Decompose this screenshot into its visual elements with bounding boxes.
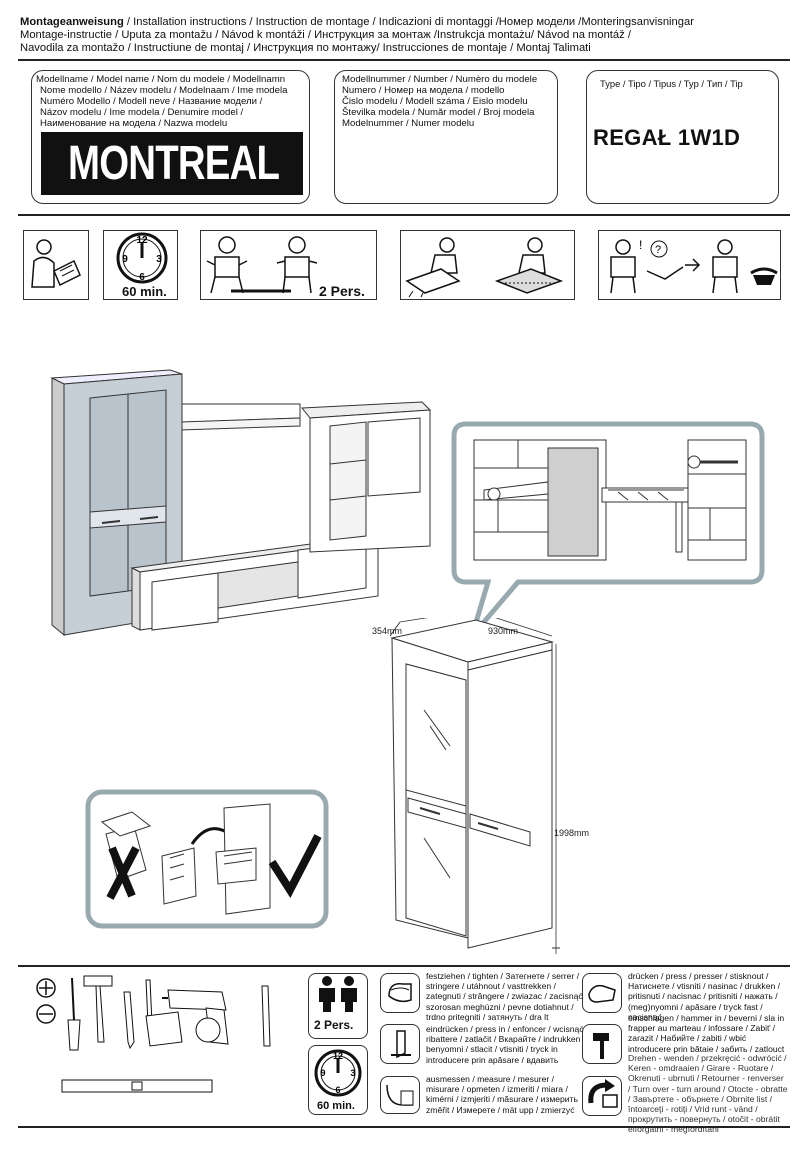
shelf-bracket-detail [601, 439, 747, 561]
press-symbol-box [582, 973, 622, 1013]
read-manual-box [23, 230, 89, 300]
cabinet-packed-icon [215, 803, 271, 915]
pencil-icon [123, 991, 135, 1050]
two-workers-icon [206, 236, 318, 294]
model-name-label-line: Наименование на модела / Nazwa modelu [40, 118, 228, 129]
model-name-label-line: Numéro Modello / Modell neve / Название … [40, 96, 263, 107]
model-number-label-line: Modellnummer / Number / Numèro du modele [342, 74, 538, 85]
screwdriver-icon [67, 977, 81, 1051]
model-number-label-line: Številka modela / Număr model / Broj mod… [342, 107, 535, 118]
press-in-symbol-box [380, 1024, 420, 1064]
measure-icon [386, 1084, 414, 1106]
model-name-label-line: Nome modello / Název modelu / Modelnaam … [40, 85, 288, 96]
press-hand-icon [588, 984, 616, 1003]
turn-symbol-box [582, 1076, 622, 1116]
header-line-2: Montage-instructie / Uputa za montažu / … [20, 29, 631, 42]
depth-dimension: 354mm [372, 626, 403, 636]
type-box: Type / Tipo / Tipus / Typ / Тип / Tip RE… [586, 70, 779, 204]
clock-icon: 12 3 6 9 [116, 232, 168, 284]
tighten-icon [388, 983, 412, 1003]
model-number-label-line: Numero / Номер на модела / modello [342, 85, 505, 96]
cabinet-dimension-drawing [389, 618, 560, 954]
header-line-3: Navodila za montažo / Instructiune de mo… [20, 42, 591, 55]
model-number-label-line: Čislo modelu / Modell száma / Eislo mode… [342, 96, 528, 107]
tighten-text: festziehen / tighten / Затегнете / serre… [426, 971, 583, 1022]
tape-measure-icon [145, 979, 183, 1047]
legend-top-rule [18, 965, 790, 967]
packaging-disposal-callout [85, 789, 329, 929]
call-support-icon: ! ? [610, 238, 778, 294]
svg-text:?: ? [655, 244, 661, 256]
tighten-symbol-box [380, 973, 420, 1013]
hammer-in-icon [593, 1033, 609, 1059]
legend-bottom-rule [18, 1126, 790, 1128]
header-title: Montageanweisung [20, 16, 124, 28]
persons-label: 2 Pers. [319, 283, 365, 299]
work-on-soft-surface-icon [405, 237, 564, 298]
drill-icon [162, 989, 229, 1045]
height-dimension: 1998mm [554, 828, 590, 838]
press-text: drücken / press / presser / stisknout / … [628, 971, 781, 1022]
two-persons-icon [319, 976, 357, 1012]
cross-mark-icon [106, 846, 140, 900]
clock-num-9: 9 [122, 254, 128, 265]
model-name-bar [41, 132, 303, 195]
wall-mounting-detail-callout [451, 421, 765, 638]
top-section-rule [18, 214, 790, 216]
clock-num-3: 3 [156, 254, 162, 265]
wall-dowel-detail [473, 439, 607, 561]
legend-persons-label: 2 Pers. [314, 1018, 354, 1032]
header-line-1: Montageanweisung / Installation instruct… [20, 16, 800, 29]
header-rule [18, 59, 790, 61]
model-name-box: Modellname / Model name / Nom du modele … [31, 70, 310, 204]
drill-bit-icon [261, 985, 271, 1047]
turn-over-icon [588, 1079, 618, 1108]
legend-persons-box: 2 Pers. [308, 973, 368, 1039]
furniture-box-icon [161, 847, 197, 905]
model-name: MONTREAL [68, 137, 280, 190]
clock-num-12: 12 [136, 235, 148, 246]
hammer-text: einschlagen / hammer in / beverni / sla … [628, 1013, 785, 1054]
width-dimension: 930mm [488, 626, 519, 636]
legend-clock-icon: 12 3 6 9 [314, 1049, 362, 1097]
press-in-icon [391, 1030, 411, 1059]
reading-person-icon [31, 239, 81, 288]
legend-time-label: 60 min. [317, 1100, 355, 1112]
type-value: REGAŁ 1W1D [593, 125, 741, 150]
turn-text: Drehen - wenden / przekręcić - odwrócić … [628, 1053, 788, 1135]
check-mark-icon [268, 834, 322, 898]
document-header: Montageanweisung / Installation instruct… [20, 16, 800, 56]
model-name-label-line: Modellname / Model name / Nom du modele … [36, 74, 286, 85]
model-number-label-line: Modelnummer / Numer modelu [342, 118, 475, 129]
legend-clock-num-6: 6 [335, 1085, 340, 1095]
model-number-labels: Modellnummer / Number / Numèro du modele… [342, 74, 557, 129]
model-name-labels: Modellname / Model name / Nom du modele … [36, 74, 311, 129]
hammer-symbol-box [582, 1024, 622, 1064]
flat-screwdriver-symbol-icon [36, 1004, 56, 1024]
floor-protection-box [400, 230, 575, 300]
legend-time-box: 12 3 6 9 60 min. [308, 1045, 368, 1115]
type-label: Type / Tipo / Tipus / Typ / Тип / Tip [600, 78, 743, 89]
hammer-icon [83, 975, 113, 1043]
phillips-screwdriver-symbol-icon [36, 978, 56, 998]
time-label: 60 min. [122, 284, 167, 299]
persons-box: 2 Pers. [200, 230, 377, 300]
spirit-level-icon [61, 1079, 213, 1093]
legend-clock-num-9: 9 [320, 1068, 325, 1078]
legend-clock-num-12: 12 [333, 1051, 343, 1061]
model-name-label-line: Názov modelu / Ime modela / Denumire mod… [40, 107, 244, 118]
clock-num-6: 6 [139, 272, 145, 283]
press-in-text: eindrücken / press in / enfoncer / wcisn… [426, 1024, 584, 1065]
measure-symbol-box [380, 1076, 420, 1114]
header-line-1-rest: / Installation instructions / Instructio… [123, 16, 694, 28]
svg-text:!: ! [639, 238, 642, 252]
time-box: 12 3 6 9 60 min. [103, 230, 178, 300]
tools-illustration [36, 975, 271, 1093]
legend-clock-num-3: 3 [350, 1068, 355, 1078]
wall-unit-overview-drawing [50, 369, 432, 637]
help-contact-box: ! ? [598, 230, 781, 300]
measure-text: ausmessen / measure / mesurer / misurare… [426, 1074, 579, 1115]
model-number-box: Modellnummer / Number / Numèro du modele… [334, 70, 558, 204]
